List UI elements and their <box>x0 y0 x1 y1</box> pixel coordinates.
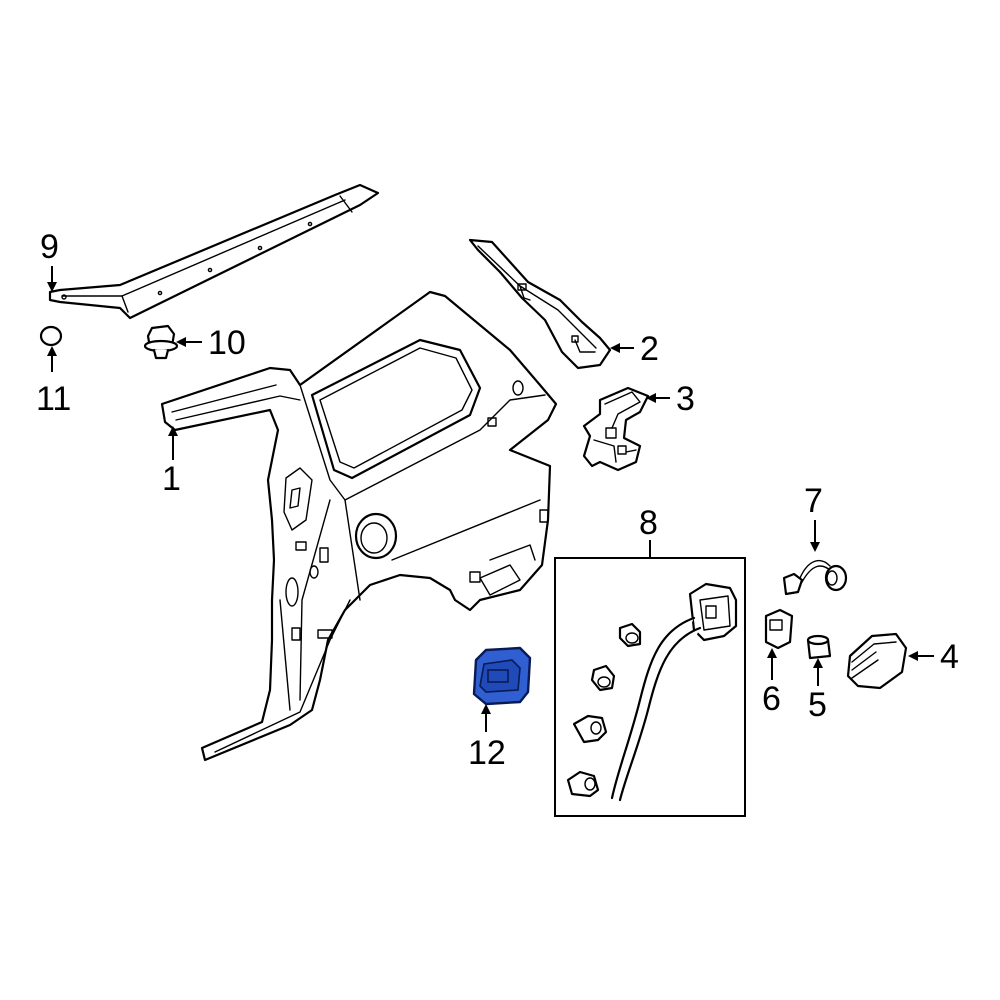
part-3-housing[interactable] <box>582 386 650 472</box>
part-1-quarter-panel[interactable] <box>160 290 558 762</box>
callout-8: 8 <box>639 504 658 542</box>
callout-11: 11 <box>36 380 71 418</box>
callout-6: 6 <box>762 680 781 718</box>
callout-4: 4 <box>940 638 959 676</box>
part-2-bracket[interactable] <box>468 238 612 370</box>
callout-10: 10 <box>208 324 246 362</box>
part-4-fuel-cap[interactable] <box>846 632 908 690</box>
callout-9: 9 <box>40 228 59 266</box>
callout-12: 12 <box>468 734 506 772</box>
leader-lines <box>47 266 934 732</box>
callout-7: 7 <box>804 482 823 520</box>
callout-1: 1 <box>162 460 181 498</box>
callout-2: 2 <box>640 330 659 368</box>
part-11-grommet[interactable] <box>39 325 63 347</box>
part-9-roof-rail[interactable] <box>48 183 380 320</box>
part-5-bushing[interactable] <box>806 634 832 660</box>
part-6-actuator[interactable] <box>764 608 794 650</box>
callout-3: 3 <box>676 380 695 418</box>
part-7-harness[interactable] <box>782 559 848 596</box>
callout-labels: 1 2 3 4 5 6 7 8 9 10 11 12 <box>36 228 959 772</box>
part-8-assembly-box[interactable] <box>554 557 746 817</box>
part-10-clip[interactable] <box>143 324 179 360</box>
part-12-fuel-door-highlighted[interactable] <box>472 646 532 706</box>
callout-5: 5 <box>808 686 827 724</box>
